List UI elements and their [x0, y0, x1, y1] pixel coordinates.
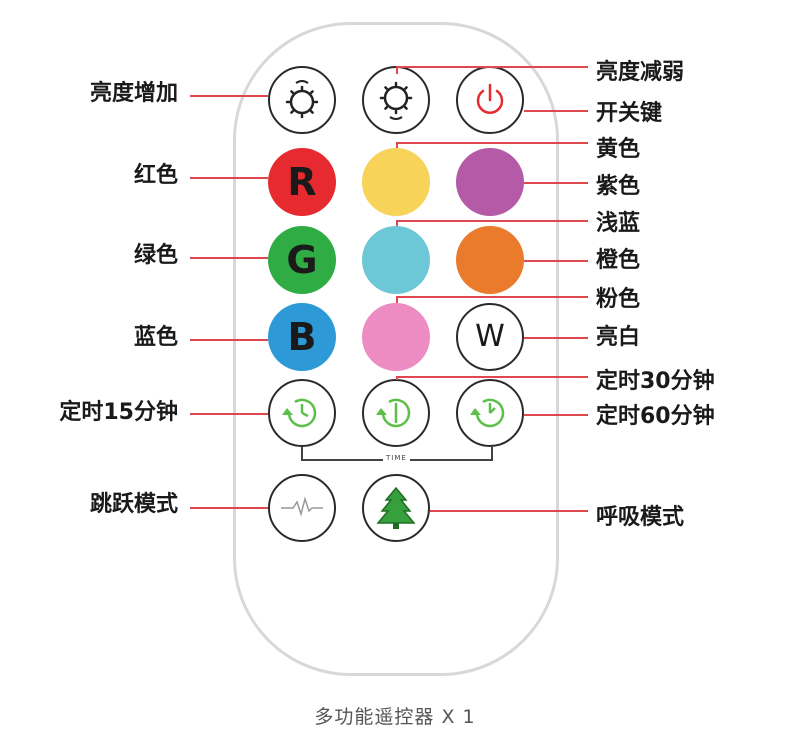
light-blue-button[interactable] — [362, 226, 430, 294]
leader-timer-15 — [190, 413, 268, 415]
brightness-up-button[interactable] — [268, 66, 336, 134]
power-button[interactable] — [456, 66, 524, 134]
label-blue: 蓝色 — [133, 325, 178, 350]
orange-button[interactable] — [456, 226, 524, 294]
label-light-blue: 浅蓝 — [596, 211, 641, 236]
brightness-down-button[interactable] — [362, 66, 430, 134]
leader-orange — [524, 260, 588, 262]
green-button-letter: G — [286, 238, 318, 282]
leader-timer-60 — [524, 414, 588, 416]
leader-pink-v — [396, 296, 398, 303]
timer-30-icon — [376, 398, 411, 428]
leader-pink — [396, 296, 588, 298]
label-green: 绿色 — [133, 243, 178, 268]
leader-purple — [524, 182, 588, 184]
label-timer-30: 定时30分钟 — [596, 369, 715, 394]
leader-light-blue-v — [396, 220, 398, 226]
leader-brightness-down — [396, 66, 588, 68]
leader-yellow — [396, 142, 588, 144]
leader-white — [524, 337, 588, 339]
label-pink: 粉色 — [596, 287, 641, 312]
blue-button-letter: B — [287, 315, 317, 359]
leader-breath-mode — [430, 510, 588, 512]
label-brightness-down: 亮度减弱 — [596, 60, 685, 85]
timer-60-button[interactable] — [456, 379, 524, 447]
label-timer-60: 定时60分钟 — [596, 404, 715, 429]
leader-light-blue — [396, 220, 588, 222]
tree-icon — [376, 486, 416, 529]
leader-red — [190, 177, 268, 179]
time-bracket-label: TIME — [383, 454, 410, 462]
white-button[interactable]: W — [456, 303, 524, 371]
leader-timer-30 — [396, 376, 588, 378]
label-yellow: 黄色 — [596, 137, 641, 162]
caption: 多功能遥控器 X 1 — [314, 706, 476, 728]
leader-yellow-v — [396, 142, 398, 148]
label-timer-15: 定时15分钟 — [59, 400, 178, 425]
leader-jump-mode — [190, 507, 268, 509]
timer-30-button[interactable] — [362, 379, 430, 447]
green-button[interactable]: G — [268, 226, 336, 294]
brightness-down-icon — [379, 81, 413, 120]
yellow-button[interactable] — [362, 148, 430, 216]
label-red: 红色 — [133, 163, 178, 188]
leader-timer-30-v — [396, 376, 398, 380]
timer-60-icon — [470, 398, 505, 428]
label-white: 亮白 — [596, 325, 641, 350]
leader-blue — [190, 339, 268, 341]
label-jump-mode: 跳跃模式 — [89, 492, 178, 517]
red-button[interactable]: R — [268, 148, 336, 216]
leader-brightness-down-v — [396, 66, 398, 74]
pink-button[interactable] — [362, 303, 430, 371]
white-button-letter: W — [475, 319, 505, 354]
label-power: 开关键 — [596, 101, 663, 126]
leader-power — [524, 110, 588, 112]
purple-button[interactable] — [456, 148, 524, 216]
timer-15-icon — [282, 398, 317, 428]
red-button-letter: R — [287, 160, 317, 204]
power-icon — [476, 83, 504, 114]
timer-15-button[interactable] — [268, 379, 336, 447]
jump-mode-button[interactable] — [268, 474, 336, 542]
leader-brightness-up — [190, 95, 268, 97]
brightness-up-icon — [285, 80, 319, 119]
label-purple: 紫色 — [596, 174, 641, 199]
leader-green — [190, 257, 268, 259]
label-brightness-up: 亮度增加 — [89, 81, 178, 106]
pulse-wave-icon — [281, 496, 323, 517]
label-orange: 橙色 — [596, 248, 641, 273]
breath-mode-button[interactable] — [362, 474, 430, 542]
label-breath-mode: 呼吸模式 — [596, 505, 685, 530]
blue-button[interactable]: B — [268, 303, 336, 371]
